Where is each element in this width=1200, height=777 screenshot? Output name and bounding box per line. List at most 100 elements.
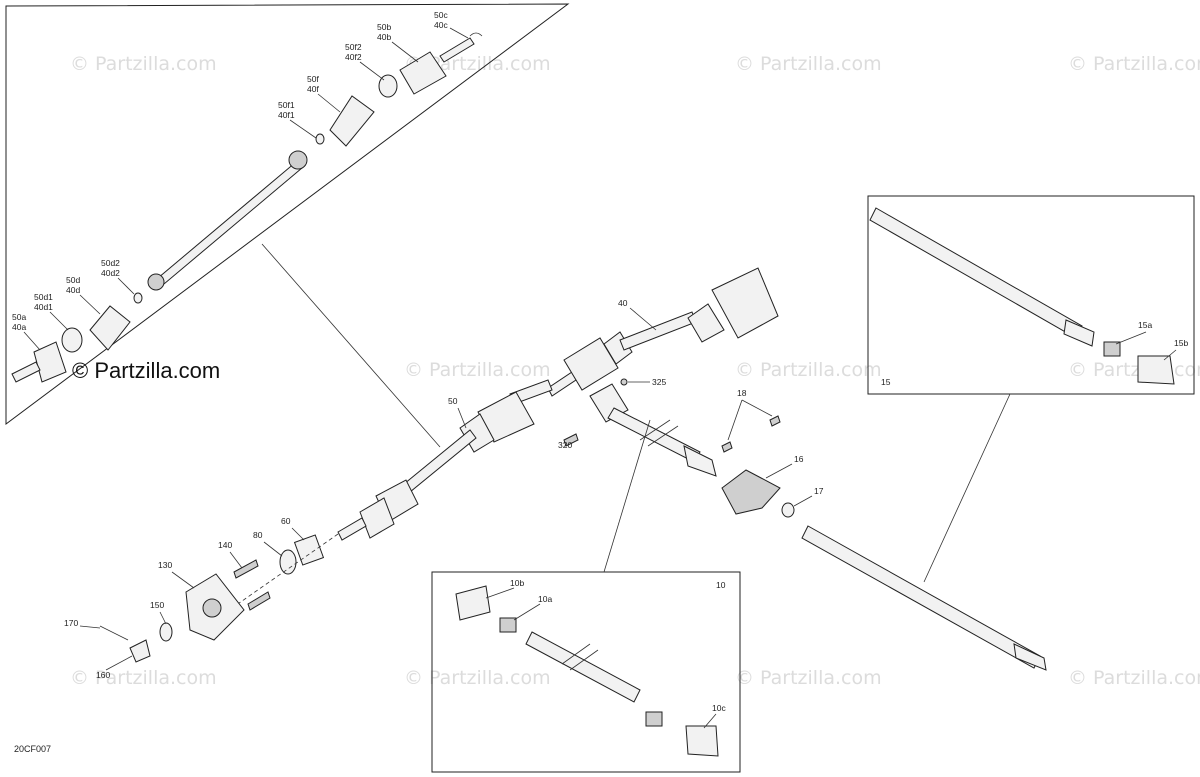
watermark: © Partzilla.com (735, 667, 882, 689)
watermarks: © Partzilla.com © Partzilla.com © Partzi… (70, 53, 1200, 689)
leader (1163, 349, 1177, 361)
leader (291, 527, 305, 541)
leader (79, 625, 101, 629)
watermark: © Partzilla.com (1068, 359, 1200, 381)
callout: 40a (12, 322, 26, 332)
leader (171, 571, 195, 589)
watermark: © Partzilla.com (1068, 667, 1200, 689)
leader (49, 311, 69, 331)
rear-shaft (801, 525, 1041, 669)
callout: 130 (158, 560, 172, 570)
washer (159, 622, 173, 642)
callout: 40d (66, 285, 80, 295)
leader (229, 551, 243, 569)
callout: 40d1 (34, 302, 53, 312)
callout: 18 (737, 388, 747, 398)
leader (629, 307, 657, 331)
callout: 50f (307, 74, 319, 84)
leader (485, 587, 515, 599)
callout: 40f2 (345, 52, 362, 62)
leader (23, 331, 41, 351)
callout: 50d1 (34, 292, 53, 302)
callout: 50f1 (278, 100, 295, 110)
callout: 40c (434, 20, 448, 30)
circlip-outer (133, 292, 143, 304)
callout: 50 (448, 396, 458, 406)
leader (105, 655, 133, 671)
watermark: © Partzilla.com (70, 667, 217, 689)
outer-stub (11, 361, 41, 383)
leader (263, 541, 283, 557)
inset-10-frame (431, 571, 741, 773)
inset-15-leader (923, 393, 1011, 583)
leader (317, 93, 341, 113)
leader (513, 603, 541, 621)
cv-joint-exploded-parts (11, 32, 483, 383)
clamp-ring (378, 74, 398, 98)
boot-inner (329, 95, 375, 147)
drive-shaft-50 (337, 379, 553, 541)
callout: 10b (510, 578, 524, 588)
callout: 16 (794, 454, 804, 464)
inner-shaft (157, 161, 303, 285)
inset-yoke-10b (455, 585, 491, 621)
bolt-325 (620, 378, 628, 386)
callout: 50a (12, 312, 26, 322)
callout: 40f (307, 84, 319, 94)
leader (289, 119, 317, 139)
shaft (619, 311, 697, 351)
slip-yoke (1137, 355, 1175, 385)
callout: 50d2 (101, 258, 120, 268)
yoke-joint (683, 445, 717, 477)
shaft (403, 429, 477, 493)
callout: 40b (377, 32, 391, 42)
break-mark (569, 649, 599, 671)
callout: 140 (218, 540, 232, 550)
cv-joint-inset-frame (5, 3, 570, 425)
inset-propeller-shaft (525, 631, 641, 703)
watermark: © Partzilla.com (404, 667, 551, 689)
inset-shaft (869, 207, 1083, 339)
watermark: © Partzilla.com (70, 53, 217, 75)
callout: 40f1 (278, 110, 295, 120)
inset-15-frame (867, 195, 1195, 395)
leader (457, 407, 467, 429)
callout: 10a (538, 594, 552, 604)
bolt-18 (769, 415, 781, 427)
boot (603, 331, 633, 365)
small-clip (469, 32, 483, 37)
tripod-spider-left (147, 273, 165, 291)
inset-10-label: 10 (716, 580, 726, 590)
callout: 40 (618, 298, 628, 308)
leader (793, 495, 813, 507)
outer-boot (687, 303, 725, 343)
wheel-flange (711, 267, 779, 339)
watermark: © Partzilla.com (735, 53, 882, 75)
callout: 17 (814, 486, 824, 496)
bolt-320 (563, 433, 579, 447)
callout: 320 (558, 440, 572, 450)
outer-joint (359, 497, 395, 539)
bearing (293, 534, 325, 566)
callout: 50c (434, 10, 448, 20)
watermark: © Partzilla.com (1068, 53, 1200, 75)
u-joint-cross (645, 711, 663, 727)
inset-callouts: 50c 40c 50b 40b 50f2 40f2 50f 40f 50f1 4… (12, 10, 469, 351)
inner-joint-housing (563, 337, 619, 391)
leader (703, 713, 717, 729)
partzilla-logo: © Partzilla.com (72, 358, 220, 383)
leader (359, 61, 385, 81)
leader (391, 41, 419, 63)
watermark: © Partzilla.com (404, 359, 551, 381)
outer-joint (33, 341, 67, 383)
diagram-code: 20CF007 (14, 744, 51, 754)
callout: 10c (712, 703, 726, 713)
callout: 15a (1138, 320, 1152, 330)
callout: 60 (281, 516, 291, 526)
leader (727, 399, 743, 441)
circlip (315, 133, 325, 145)
callout: 40d2 (101, 268, 120, 278)
u-joint-cross (1103, 341, 1121, 357)
leader (117, 277, 135, 295)
